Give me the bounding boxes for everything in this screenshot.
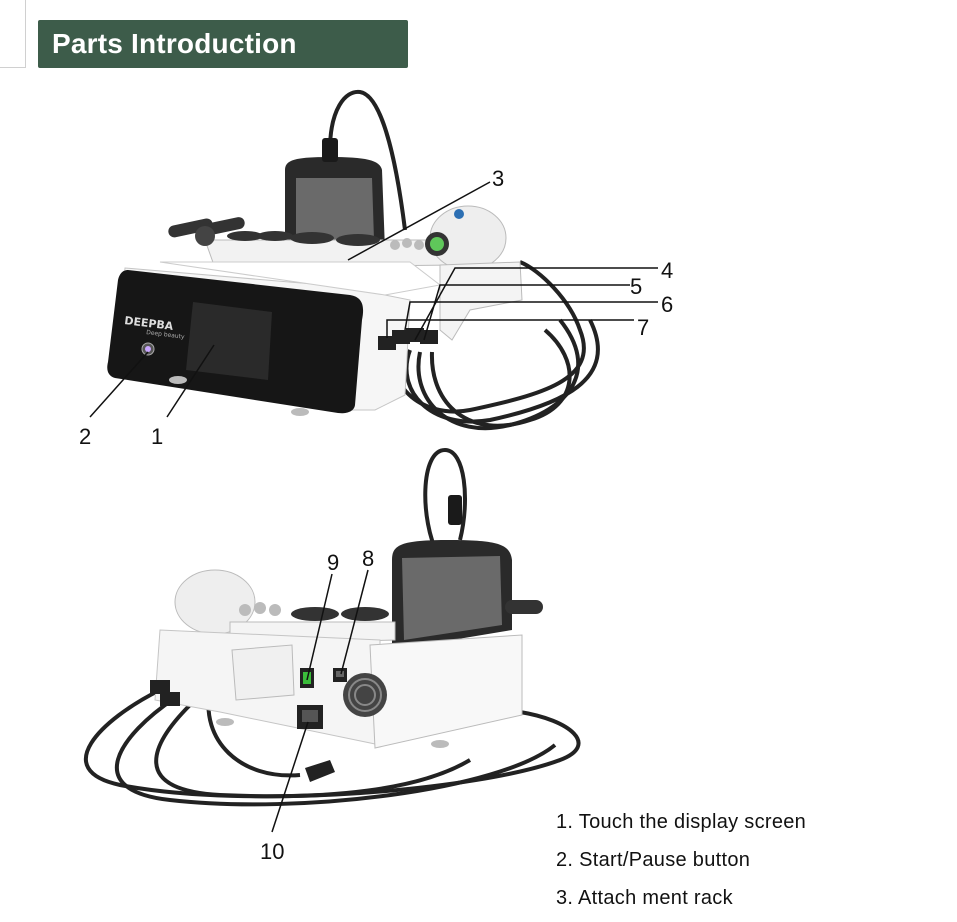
page-corner-frame [0,0,26,68]
front-view-device: DEEPBA Deep beauty [107,89,600,431]
legend-item: 3. Attach ment rack [556,887,733,909]
parts-legend: 1. Touch the display screen 2. Start/Pau… [556,808,806,922]
callout-4: 4 [661,258,673,283]
callout-9: 9 [327,550,339,575]
legend-item: 1. Touch the display screen [556,811,807,833]
front-leader-lines [89,181,658,418]
rear-view-device [83,447,581,807]
brand-tagline: Deep beauty [146,329,186,341]
brand-logo: DEEPBA [124,314,175,333]
section-title: Parts Introduction [52,28,297,59]
callout-6: 6 [661,292,673,317]
callout-1: 1 [151,424,163,449]
callout-3: 3 [492,166,504,191]
rear-leader-lines [271,569,369,833]
device-illustration: DEEPBA Deep beauty 3 4 5 6 7 2 1 [79,89,673,864]
callout-5: 5 [630,274,642,299]
callout-7: 7 [637,315,649,340]
section-title-bar: Parts Introduction [38,20,408,68]
callout-2: 2 [79,424,91,449]
legend-item: 2. Start/Pause button [556,849,751,871]
callout-8: 8 [362,546,374,571]
callout-10: 10 [260,839,284,864]
